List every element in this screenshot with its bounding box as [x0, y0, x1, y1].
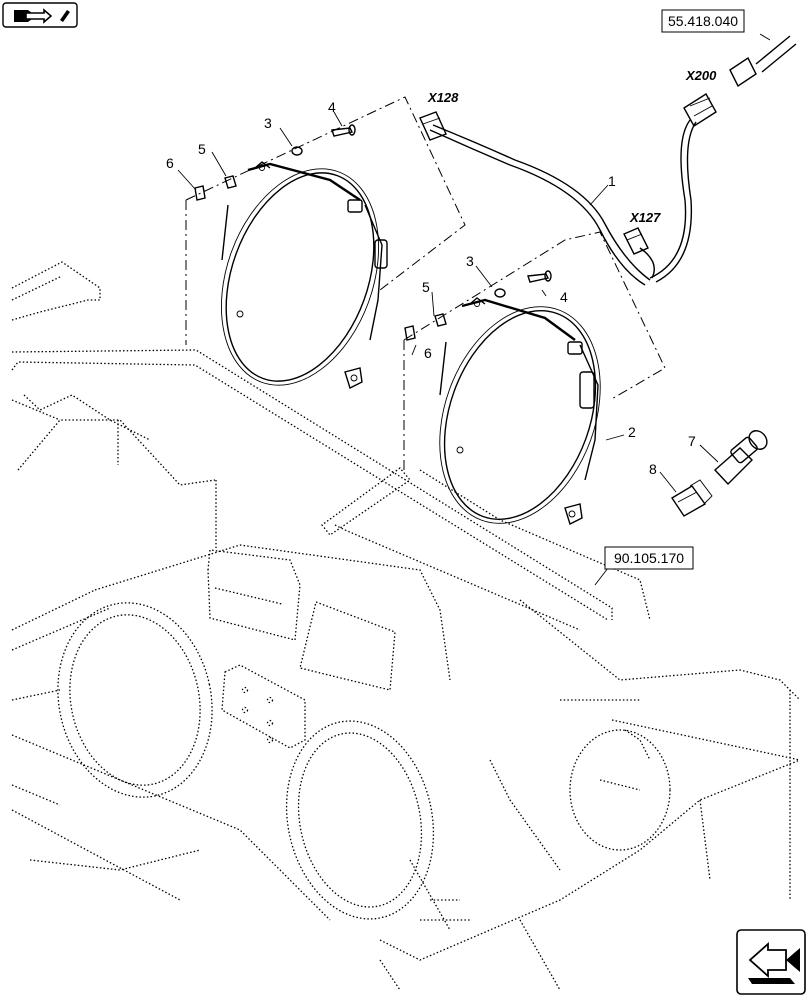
callout-5-upper: 5 — [198, 141, 206, 157]
next-page-button[interactable] — [736, 929, 806, 995]
arrow-left-icon — [748, 941, 800, 984]
callout-7: 7 — [688, 433, 696, 449]
previous-page-button[interactable] — [2, 2, 78, 28]
arrow-right-icon — [14, 8, 53, 24]
connector-x200 — [683, 35, 797, 127]
callout-5-lower: 5 — [422, 279, 430, 295]
nut-upper — [224, 175, 237, 189]
wiring-harness — [419, 35, 797, 286]
bolt-upper — [331, 124, 356, 137]
headlight-upper — [220, 161, 388, 389]
connector-label-x128: X128 — [427, 90, 459, 105]
callout-3-lower: 3 — [466, 253, 474, 269]
reference-label-top: 55.418.040 — [668, 13, 738, 29]
callout-6-lower: 6 — [424, 345, 432, 361]
washer-lower — [494, 288, 506, 298]
callout-4-upper: 4 — [328, 99, 336, 115]
callout-4-lower: 4 — [560, 289, 568, 305]
spacer-upper — [194, 185, 206, 201]
sensor-part-7 — [713, 430, 768, 486]
connector-x128 — [419, 111, 447, 141]
reference-box-55418040[interactable]: 55.418.040 — [661, 9, 745, 33]
spacer-lower — [404, 325, 416, 341]
reference-box-90105170[interactable]: 90.105.170 — [604, 546, 694, 570]
connector-x127 — [623, 227, 649, 255]
connector-part-8 — [671, 479, 713, 517]
headlight-lower — [439, 297, 601, 525]
connector-label-x127: X127 — [629, 210, 661, 225]
assembly-guide-lines — [185, 96, 666, 470]
callout-3-upper: 3 — [264, 115, 272, 131]
leader-lines — [177, 33, 771, 586]
bolt-lower — [527, 270, 552, 283]
washer-upper — [291, 146, 303, 156]
callout-6-upper: 6 — [166, 155, 174, 171]
callout-8: 8 — [649, 461, 657, 477]
fasteners — [194, 124, 552, 341]
callout-1: 1 — [608, 173, 616, 189]
callout-2: 2 — [628, 424, 636, 440]
dashboard-background — [11, 261, 801, 991]
nut-lower — [434, 313, 447, 327]
connector-label-x200: X200 — [685, 68, 717, 83]
reference-label-middle: 90.105.170 — [614, 550, 684, 566]
